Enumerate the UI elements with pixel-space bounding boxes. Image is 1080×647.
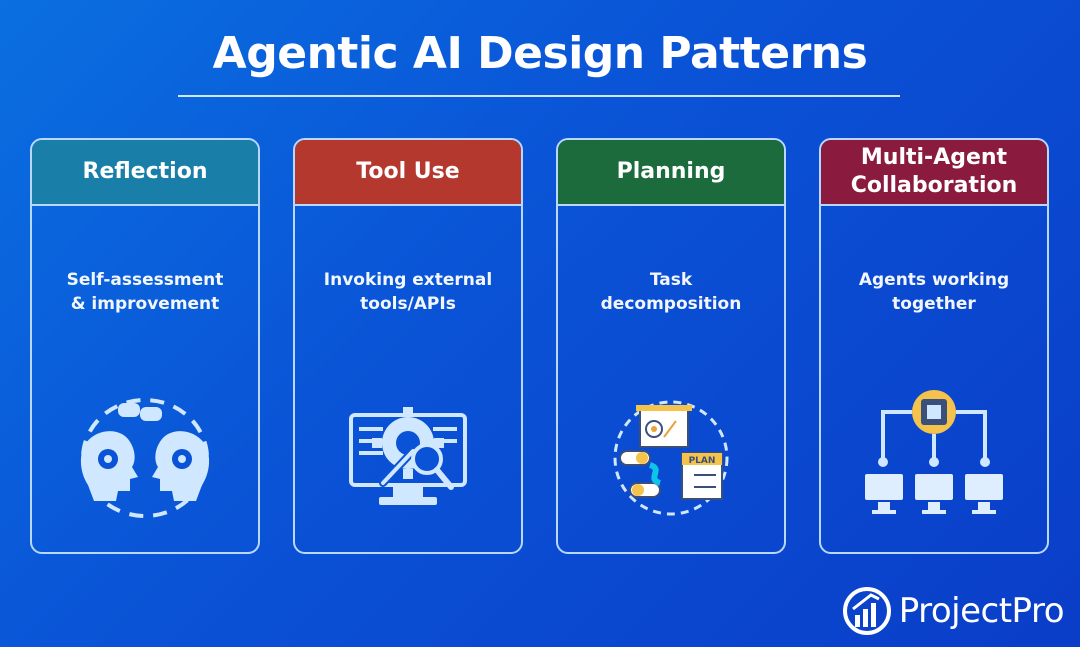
planning-board-icon: PLAN	[558, 388, 784, 528]
title-line-1: Multi-Agent	[860, 145, 1008, 170]
card-desc-tool-use: Invoking external tools/APIs	[295, 268, 521, 316]
tools-gear-monitor-icon	[295, 388, 521, 528]
projectpro-logo-icon	[842, 587, 891, 635]
desc-line-2: & improvement	[70, 294, 220, 314]
card-tool-use: Tool Use Invoking external tools/APIs	[293, 138, 523, 554]
card-planning: Planning Task decomposition PLAN	[556, 138, 786, 554]
desc-line-1: Task	[649, 270, 693, 290]
desc-line-2: decomposition	[600, 294, 742, 314]
title-line-2: Collaboration	[850, 173, 1018, 198]
card-title-text: Planning	[616, 159, 726, 184]
desc-line-1: Self-assessment	[66, 270, 224, 290]
reflection-heads-icon	[32, 388, 258, 528]
card-title-reflection: Reflection	[32, 140, 258, 206]
card-multi-agent: Multi-Agent Collaboration Agents working…	[819, 138, 1049, 554]
card-desc-multi-agent: Agents working together	[821, 268, 1047, 316]
network-agents-icon	[821, 388, 1047, 528]
brand-logo: ProjectPro	[841, 585, 1065, 637]
title-underline	[178, 95, 900, 97]
card-title-text: Reflection	[82, 159, 208, 184]
card-desc-planning: Task decomposition	[558, 268, 784, 316]
card-title-planning: Planning	[558, 140, 784, 206]
desc-line-1: Agents working	[858, 270, 1010, 290]
plan-label: PLAN	[689, 456, 716, 466]
card-title-text: Multi-Agent Collaboration	[851, 144, 1018, 200]
card-desc-reflection: Self-assessment & improvement	[32, 268, 258, 316]
card-title-multi-agent: Multi-Agent Collaboration	[821, 140, 1047, 206]
page-title: Agentic AI Design Patterns	[212, 28, 868, 79]
desc-line-1: Invoking external	[323, 270, 493, 290]
card-title-text: Tool Use	[356, 159, 460, 184]
desc-line-2: together	[892, 294, 976, 314]
brand-name: ProjectPro	[898, 591, 1065, 631]
desc-line-2: tools/APIs	[360, 294, 456, 314]
card-reflection: Reflection Self-assessment & improvement	[30, 138, 260, 554]
card-title-tool-use: Tool Use	[295, 140, 521, 206]
